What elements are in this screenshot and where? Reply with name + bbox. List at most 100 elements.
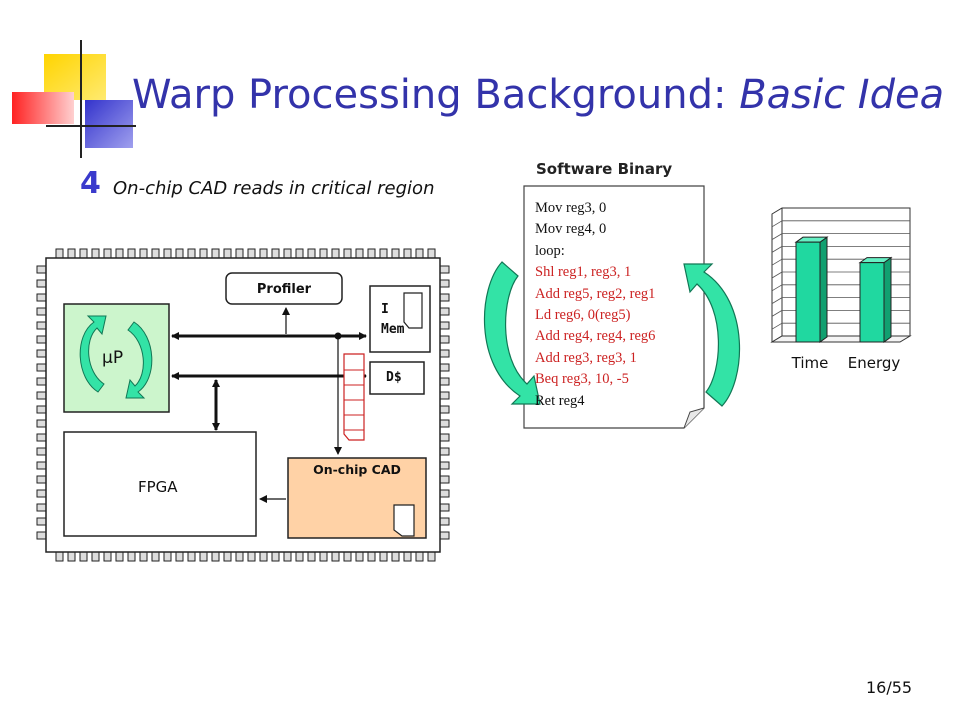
critical-region-stack <box>343 353 365 441</box>
bar-side-time <box>819 236 828 343</box>
profiler-box <box>225 272 343 305</box>
chip-pin-left <box>36 461 47 470</box>
chip-pin-bottom <box>415 551 424 562</box>
chip-pin-left <box>36 265 47 274</box>
step-description: On-chip CAD reads in critical region <box>113 178 435 199</box>
chip-pin-top <box>307 248 316 259</box>
code-line: Add reg4, reg4, reg6 <box>535 328 656 345</box>
chart-gridline-depth <box>771 258 783 266</box>
step-number: 4 <box>80 166 101 201</box>
chip-pin-bottom <box>271 551 280 562</box>
chip-pin-bottom <box>283 551 292 562</box>
chart-gridline-depth <box>771 233 783 240</box>
imem-page-icon <box>403 292 423 329</box>
chip-pin-left <box>36 335 47 344</box>
page-number: 16/55 <box>866 678 913 697</box>
chart-gridline-depth <box>771 220 783 228</box>
chip-pin-right <box>439 489 450 498</box>
chip-pin-right <box>439 335 450 344</box>
chip-pin-bottom <box>139 551 148 562</box>
chip-pin-left <box>36 517 47 526</box>
code-line: Add reg3, reg3, 1 <box>535 349 637 366</box>
chip-pin-right <box>439 321 450 330</box>
chip-pin-bottom <box>115 551 124 562</box>
fpga-box <box>63 431 257 537</box>
dcache-label: D$ <box>386 370 402 385</box>
chip-pin-bottom <box>427 551 436 562</box>
chip-pin-right <box>439 433 450 442</box>
chip-pin-right <box>439 461 450 470</box>
bar-time <box>795 241 821 343</box>
chip-pin-top <box>235 248 244 259</box>
code-line: Shl reg1, reg3, 1 <box>535 264 632 281</box>
chip-pin-left <box>36 391 47 400</box>
chip-pin-top <box>403 248 412 259</box>
chip-pin-bottom <box>319 551 328 562</box>
chip-pin-bottom <box>379 551 388 562</box>
chip-pin-top <box>379 248 388 259</box>
chip-pin-top <box>211 248 220 259</box>
chip-pin-left <box>36 377 47 386</box>
chip-pin-bottom <box>175 551 184 562</box>
logo-red-square <box>12 92 74 124</box>
chip-pin-top <box>367 248 376 259</box>
chip-pin-left <box>36 489 47 498</box>
chip-pin-right <box>439 447 450 456</box>
chip-pin-top <box>175 248 184 259</box>
fpga-label: FPGA <box>138 478 178 496</box>
chart-gridline-depth <box>771 284 783 292</box>
cad-page-icon <box>393 504 415 537</box>
up-label: µP <box>102 348 124 368</box>
chip-pin-bottom <box>79 551 88 562</box>
chip-pin-bottom <box>199 551 208 562</box>
bar-label-time: Time <box>791 354 829 372</box>
chip-pin-top <box>319 248 328 259</box>
code-line: Mov reg4, 0 <box>535 221 607 238</box>
chip-pin-right <box>439 531 450 540</box>
chip-pin-right <box>439 391 450 400</box>
left-curved-arrow <box>483 261 541 405</box>
chip-pin-left <box>36 405 47 414</box>
chip-pin-left <box>36 433 47 442</box>
chip-pin-top <box>199 248 208 259</box>
chip-pin-left <box>36 475 47 484</box>
chip-pin-top <box>283 248 292 259</box>
imem-label-2: Mem <box>381 322 405 337</box>
profiler-label: Profiler <box>256 282 312 297</box>
chip-pin-top <box>343 248 352 259</box>
chip-pin-left <box>36 447 47 456</box>
chip-pin-top <box>295 248 304 259</box>
chip-pin-right <box>439 517 450 526</box>
chip-pin-bottom <box>403 551 412 562</box>
chart-gridline-depth <box>771 246 783 253</box>
chip-pin-bottom <box>307 551 316 562</box>
cad-label: On-chip CAD <box>313 462 401 477</box>
up-cycle-arrow-left <box>79 315 107 393</box>
title-italic: Basic Idea <box>739 72 945 118</box>
up-cycle-arrow-right <box>125 321 153 399</box>
chip-pin-right <box>439 307 450 316</box>
chip-pin-right <box>439 279 450 288</box>
chip-pin-top <box>163 248 172 259</box>
code-line: loop: <box>535 242 565 259</box>
chip-pin-bottom <box>247 551 256 562</box>
chip-pin-bottom <box>91 551 100 562</box>
chip-pin-top <box>67 248 76 259</box>
code-line: Beq reg3, 10, -5 <box>535 371 629 388</box>
chip-pin-top <box>223 248 232 259</box>
chip-pin-bottom <box>367 551 376 562</box>
chip-pin-right <box>439 405 450 414</box>
chip-pin-bottom <box>355 551 364 562</box>
sheet-folded-corner <box>683 407 705 429</box>
chip-pin-left <box>36 293 47 302</box>
chip-pin-top <box>55 248 64 259</box>
chip-pin-right <box>439 377 450 386</box>
chip-pin-top <box>151 248 160 259</box>
code-line: Ret reg4 <box>535 392 585 409</box>
chip-pin-bottom <box>391 551 400 562</box>
chart-gridline-depth <box>771 297 783 304</box>
software-binary-title: Software Binary <box>536 160 673 178</box>
chip-pin-bottom <box>163 551 172 562</box>
